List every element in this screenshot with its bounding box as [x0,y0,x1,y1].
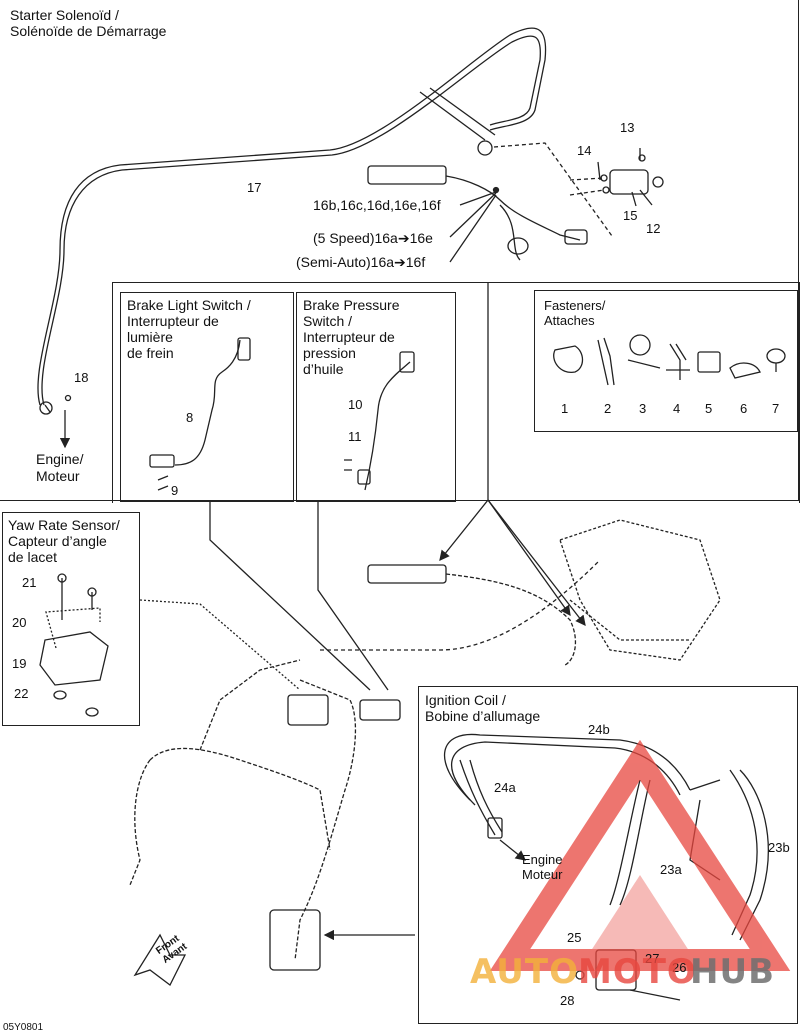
part-number-8: 8 [186,410,194,425]
part-number-12: 12 [646,221,661,236]
part-number-22: 22 [14,686,29,701]
part-number-21: 21 [22,575,37,590]
part-number-27: 27 [645,951,660,966]
part-number-5: 5 [705,401,713,416]
part-number-18: 18 [74,370,89,385]
part-number-9: 9 [171,483,179,498]
fasteners-title: Fasteners/ Attaches [544,298,606,328]
watermark-moto: MOTO [578,952,697,992]
watermark-hub: HUB [690,952,775,992]
engine-label-top: Engine/ Moteur [36,451,84,484]
cable-17 [37,27,547,406]
part-number-4: 4 [673,401,681,416]
brake-light-switch-title: Brake Light Switch / Interrupteur de lum… [127,297,251,361]
brake-light-panel [120,292,294,502]
part-number-25: 25 [567,930,582,945]
yaw-rate-sensor-title: Yaw Rate Sensor/ Capteur d’angle de lace… [8,517,120,565]
starter-panel [0,0,799,501]
part-number-26: 26 [672,960,687,975]
part-number-24b: 24b [588,722,610,737]
part-number-24a: 24a [494,780,516,795]
ignition-panel [418,686,798,1024]
callout-16-list: 16b,16c,16d,16e,16f [313,197,441,213]
part-number-17: 17 [247,180,262,195]
watermark-logo [489,739,791,971]
starter-solenoid-title: Starter Solenoïd / Solénoïde de Démarrag… [10,7,167,39]
yaw-panel [2,512,140,726]
part-number-13: 13 [620,120,635,135]
part-number-19: 19 [12,656,27,671]
part-number-7: 7 [772,401,780,416]
callout-semi-auto: (Semi-Auto)16a➔16f [296,254,426,270]
part-number-11: 11 [348,429,362,444]
watermark-auto: AUTO [470,952,579,992]
callout-5-speed: (5 Speed)16a➔16e [313,230,433,246]
ignition-coil-title: Ignition Coil / Bobine d’allumage [425,692,541,724]
part-number-1: 1 [561,401,569,416]
part-number-20: 20 [12,615,27,630]
part-number-6: 6 [740,401,748,416]
part-number-23a: 23a [660,862,682,877]
part-number-28: 28 [560,993,575,1008]
part-number-14: 14 [577,143,592,158]
brake-pressure-panel [296,292,456,502]
engine-label-ignition: Engine Moteur [522,852,563,882]
fasteners-panel [534,290,798,432]
part-number-23b: 23b [768,840,790,855]
part-number-2: 2 [604,401,612,416]
brake-pressure-switch-title: Brake Pressure Switch / Interrupteur de … [303,297,400,377]
part-number-15: 15 [623,208,638,223]
drawing-code: 05Y0801 [3,1022,44,1033]
part-number-10: 10 [348,397,363,412]
part-number-3: 3 [639,401,647,416]
